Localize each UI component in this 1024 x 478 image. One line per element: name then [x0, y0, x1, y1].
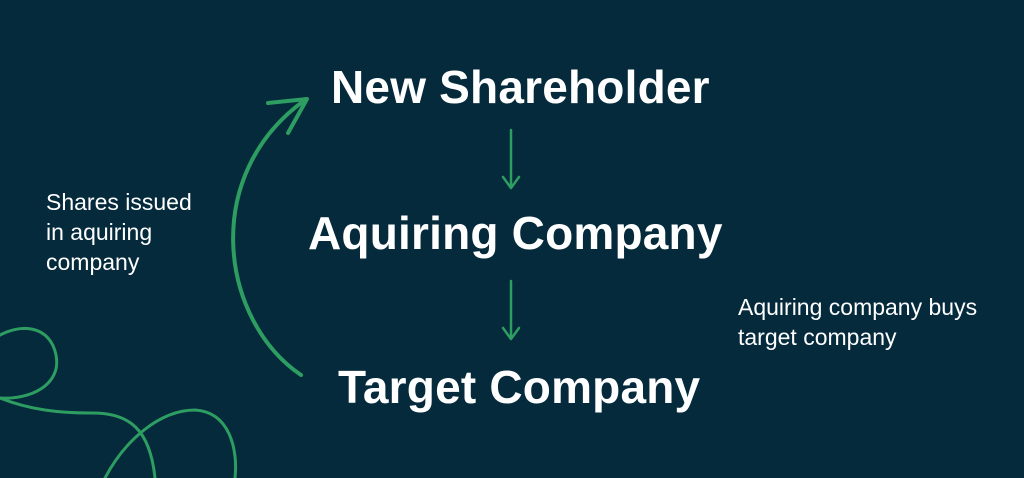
node-acquiring-company: Aquiring Company: [308, 207, 723, 259]
decorative-squiggle: [0, 326, 238, 478]
node-target-company: Target Company: [338, 361, 701, 413]
annotation-acquiring-buys-target: Aquiring company buys target company: [738, 294, 978, 350]
annotation-shares-issued: Shares issued in aquiring company: [46, 189, 192, 275]
node-new-shareholder: New Shareholder: [331, 61, 710, 113]
curved-arrow-icon: [231, 98, 307, 377]
arrow-down-icon: [501, 279, 521, 341]
curved-arrow-head-icon: [266, 97, 309, 135]
arrow-down-icon: [501, 128, 521, 190]
